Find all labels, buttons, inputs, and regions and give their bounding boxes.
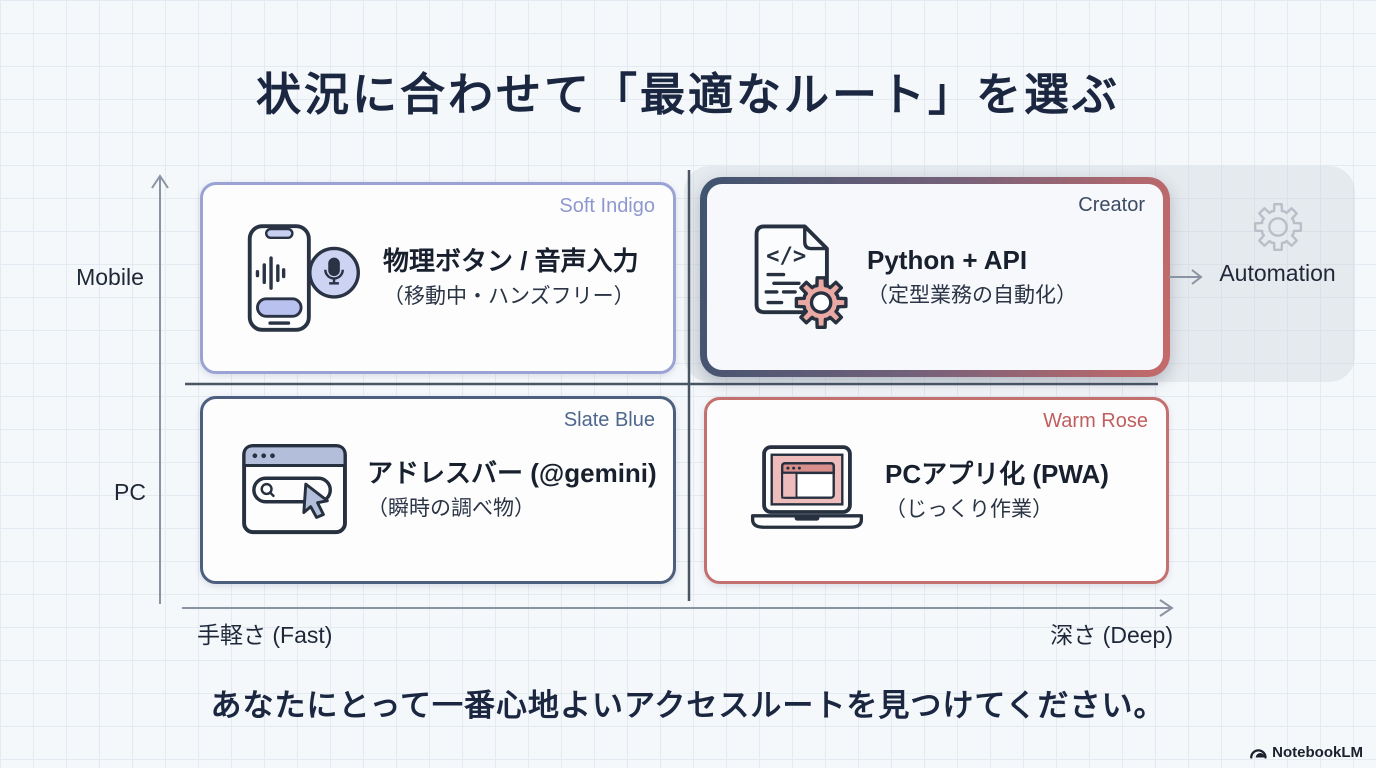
x-axis-label-fast: 手軽さ (Fast) <box>197 622 333 648</box>
code-document-gear-icon: </> <box>754 224 848 329</box>
card-tag: Warm Rose <box>1043 410 1148 432</box>
laptop-pwa-icon <box>750 444 864 529</box>
card-tag: Creator <box>1078 194 1145 216</box>
watermark-brand: NotebookLM <box>1272 744 1363 761</box>
tagline: あなたにとって一番心地よいアクセスルートを見つけてください。 <box>210 688 1166 723</box>
quadrant-card-mobile-fast: Soft Indigo <box>200 182 676 374</box>
automation-arrow-icon <box>1169 269 1203 285</box>
card-title: アドレスバー (@gemini) <box>367 458 657 489</box>
x-axis-arrow <box>182 599 1174 617</box>
svg-text:</>: </> <box>766 243 806 269</box>
card-text: アドレスバー (@gemini) （瞬時の調べ物） <box>367 455 657 524</box>
browser-address-bar-icon <box>242 443 347 535</box>
quadrant-card-mobile-deep: Creator </> <box>700 177 1170 377</box>
card-tag: Soft Indigo <box>559 195 655 217</box>
automation-label: Automation <box>1219 260 1336 286</box>
y-axis-arrow <box>151 174 169 604</box>
phone-voice-icon <box>247 224 360 332</box>
card-title: 物理ボタン / 音声入力 <box>383 246 639 277</box>
card-subtitle: （じっくり作業） <box>885 497 1053 521</box>
card-tag: Slate Blue <box>563 409 655 431</box>
x-axis-label-deep: 深さ (Deep) <box>1050 622 1173 648</box>
notebooklm-logo-icon <box>1250 748 1267 759</box>
quadrant-card-pc-fast: Slate Blue アドレスバー (@gemini) （瞬時の調べ物） <box>200 396 676 584</box>
card-subtitle: （移動中・ハンズフリー） <box>383 285 635 309</box>
watermark: NotebookLM <box>1249 744 1363 761</box>
quadrant-card-pc-deep: Warm Rose PCアプリ化 (PWA) （じっくり作業） <box>704 397 1169 584</box>
card-text: 物理ボタン / 音声入力 （移動中・ハンズフリー） <box>383 243 639 312</box>
automation-callout: Automation <box>1195 200 1360 287</box>
gear-icon <box>1253 202 1302 252</box>
card-text: PCアプリ化 (PWA) （じっくり作業） <box>885 456 1109 525</box>
page-title: 状況に合わせて「最適なルート」を選ぶ <box>255 69 1120 120</box>
card-title: PCアプリ化 (PWA) <box>885 458 1109 489</box>
card-subtitle: （瞬時の調べ物） <box>367 497 535 521</box>
y-axis-label-mobile: Mobile <box>76 264 144 290</box>
card-title: Python + API <box>867 245 1028 276</box>
card-subtitle: （定型業務の自動化） <box>867 284 1077 308</box>
y-axis-label-pc: PC <box>114 479 146 505</box>
card-text: Python + API （定型業務の自動化） <box>867 242 1077 311</box>
